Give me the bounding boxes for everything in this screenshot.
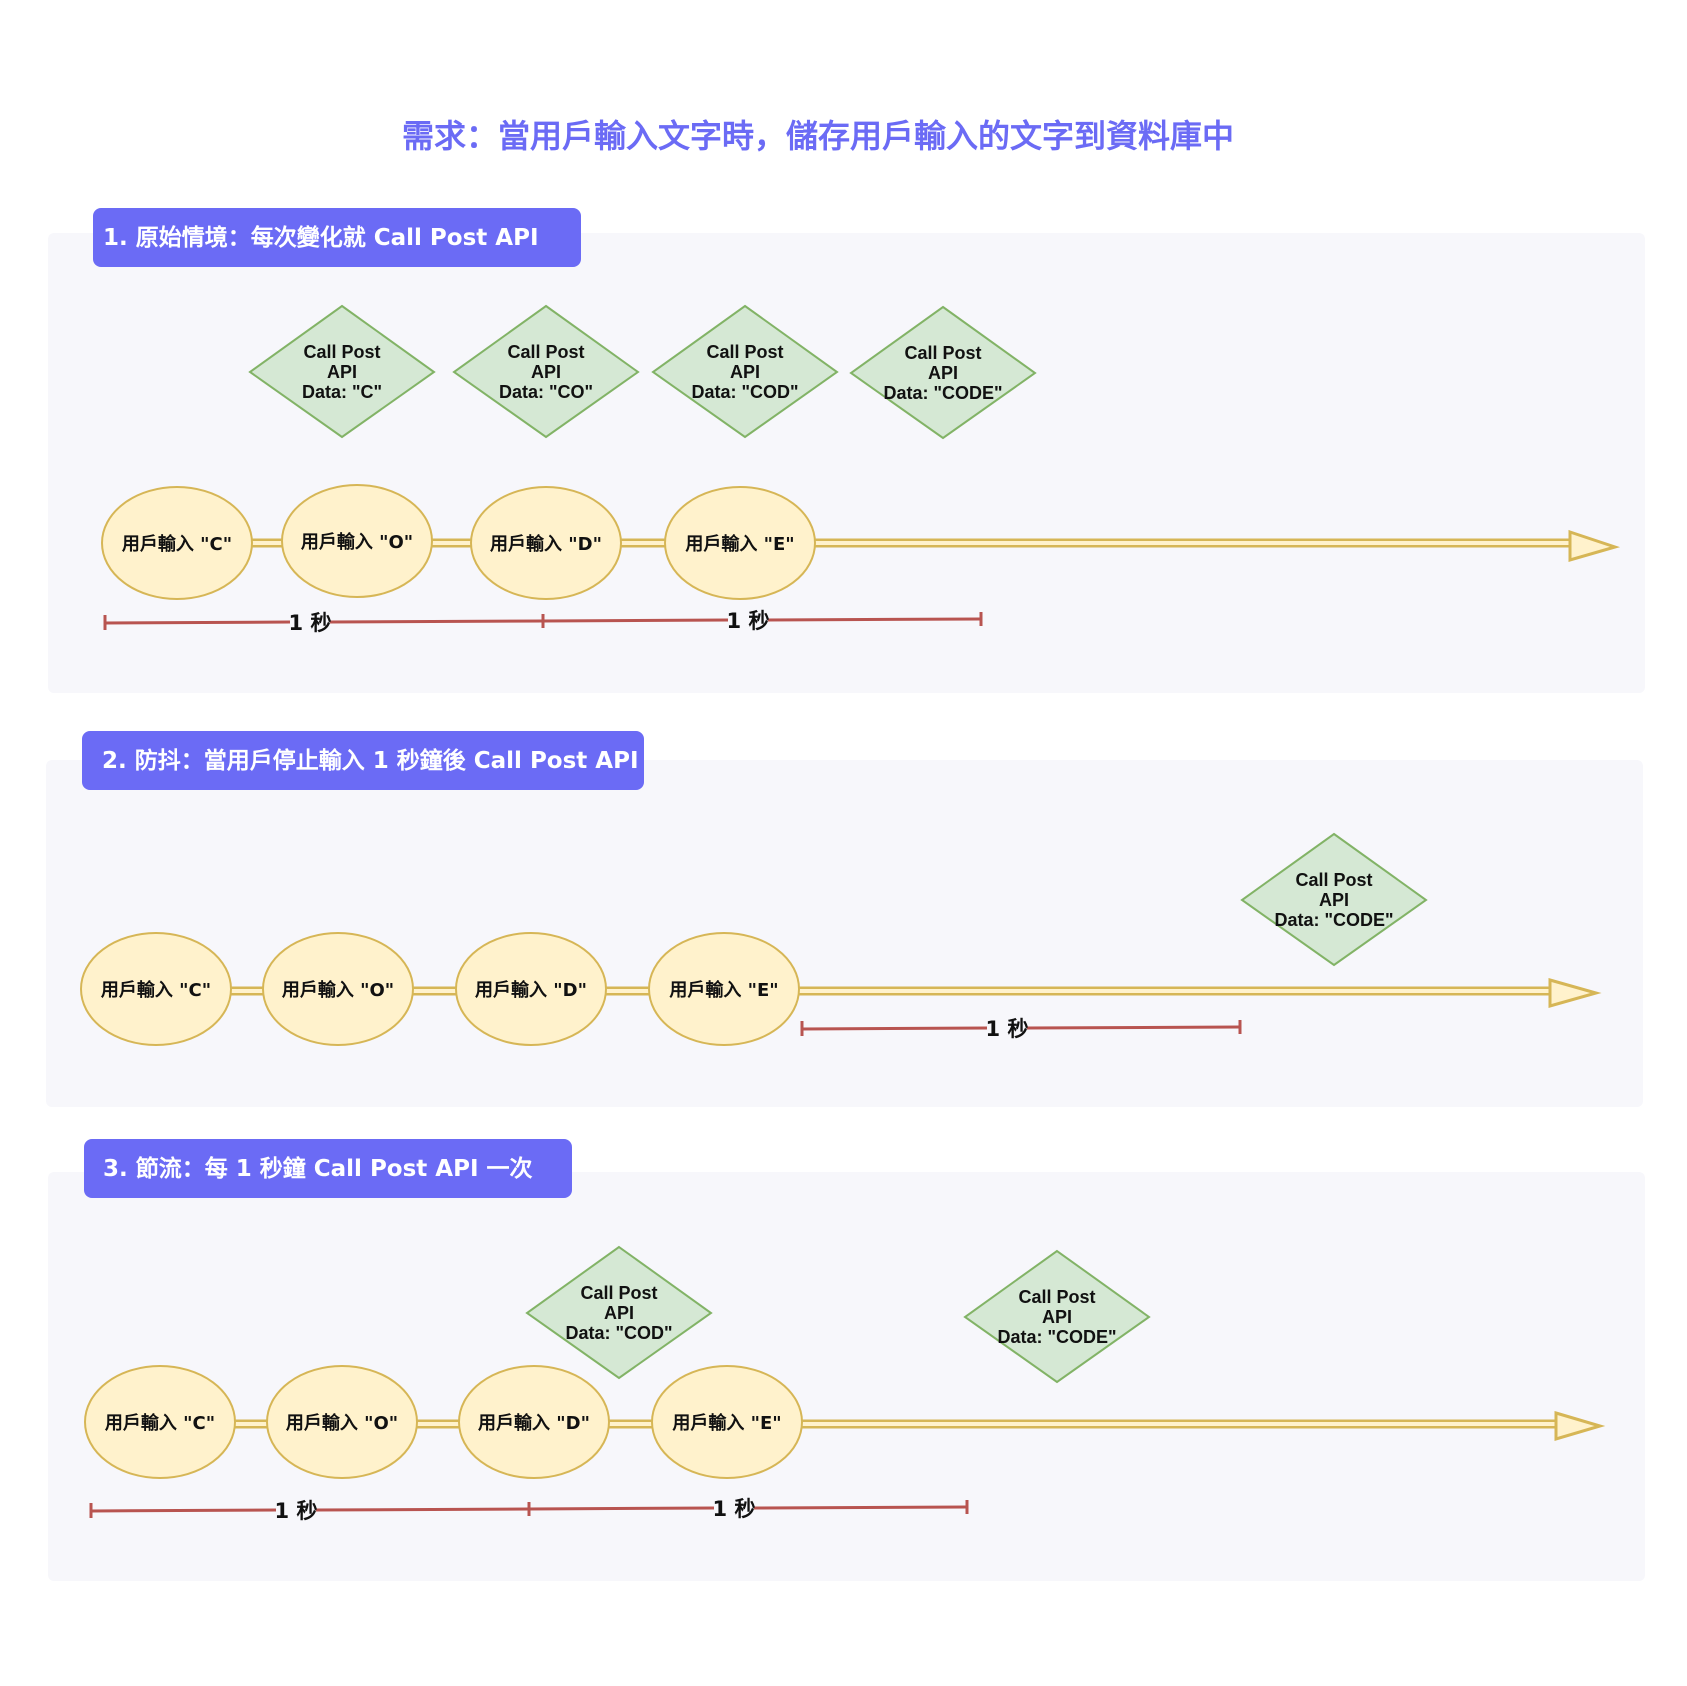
input-node-label: 用戶輸入 "C" (101, 979, 211, 1001)
section-original: 1. 原始情境：每次變化就 Call Post API 用戶輸入 "C" 用戶輸… (48, 208, 1645, 693)
api-call-node: Call Post API Data: "CODE" (1240, 832, 1428, 967)
api-call-line1: Call Post (303, 342, 380, 362)
input-node: 用戶輸入 "D" (470, 486, 622, 600)
input-node-label: 用戶輸入 "E" (669, 979, 778, 1001)
input-node: 用戶輸入 "O" (266, 1365, 418, 1479)
api-call-line2: API (1319, 890, 1349, 910)
api-call-line2: API (531, 362, 561, 382)
api-call-node: Call Post API Data: "CO" (452, 304, 640, 439)
duration-bracket: 1 秒 (103, 611, 545, 635)
api-call-line3: Data: "C" (302, 382, 382, 402)
section-throttle: 3. 節流：每 1 秒鐘 Call Post API 一次 用戶輸入 "C" 用… (48, 1139, 1645, 1581)
duration-label: 1 秒 (727, 609, 770, 633)
input-node-label: 用戶輸入 "C" (105, 1412, 215, 1434)
api-call-line2: API (1042, 1307, 1072, 1327)
api-call-node: Call Post API Data: "CODE" (849, 305, 1037, 440)
input-node-label: 用戶輸入 "C" (122, 533, 232, 555)
input-node-label: 用戶輸入 "E" (672, 1412, 781, 1434)
api-call-line3: Data: "CODE" (1274, 910, 1393, 930)
section-background (46, 760, 1643, 1107)
api-call-line2: API (730, 362, 760, 382)
page-title: 需求：當用戶輸入文字時，儲存用戶輸入的文字到資料庫中 (402, 117, 1234, 155)
timeline-arrowhead (1568, 529, 1621, 562)
section-header-label: 2. 防抖：當用戶停止輸入 1 秒鐘後 Call Post API (102, 747, 639, 774)
duration-label: 1 秒 (713, 1497, 756, 1521)
section-header (93, 208, 581, 267)
api-call-line1: Call Post (580, 1283, 657, 1303)
api-call-line3: Data: "CODE" (997, 1327, 1116, 1347)
input-node-label: 用戶輸入 "D" (475, 979, 587, 1001)
duration-bracket: 1 秒 (528, 1497, 969, 1521)
api-call-line3: Data: "CODE" (883, 383, 1002, 403)
timeline-arrowhead (1554, 1410, 1606, 1442)
section-header (84, 1139, 572, 1198)
api-call-line2: API (928, 363, 958, 383)
api-call-line1: Call Post (706, 342, 783, 362)
input-node-label: 用戶輸入 "O" (301, 531, 413, 553)
input-node-label: 用戶輸入 "O" (286, 1412, 398, 1434)
api-call-node: Call Post API Data: "COD" (525, 1245, 713, 1380)
section-header-label: 1. 原始情境：每次變化就 Call Post API (103, 224, 539, 251)
duration-label: 1 秒 (986, 1017, 1029, 1041)
section-background (48, 1172, 1645, 1581)
input-node-label: 用戶輸入 "D" (478, 1412, 590, 1434)
duration-bracket: 1 秒 (89, 1499, 531, 1523)
input-node: 用戶輸入 "O" (262, 932, 414, 1046)
input-node: 用戶輸入 "D" (458, 1365, 610, 1479)
api-call-line3: Data: "COD" (691, 382, 798, 402)
api-call-node: Call Post API Data: "C" (248, 304, 436, 439)
api-call-line2: API (604, 1303, 634, 1323)
input-node: 用戶輸入 "C" (80, 932, 232, 1046)
input-node-label: 用戶輸入 "O" (282, 979, 394, 1001)
api-call-line1: Call Post (1295, 870, 1372, 890)
api-call-node: Call Post API Data: "COD" (651, 304, 839, 439)
duration-bracket: 1 秒 (542, 609, 983, 633)
input-node: 用戶輸入 "E" (664, 486, 816, 600)
input-node-label: 用戶輸入 "E" (685, 533, 794, 555)
input-node-label: 用戶輸入 "D" (490, 533, 602, 555)
input-node: 用戶輸入 "O" (281, 484, 433, 598)
timeline-arrowhead (1548, 978, 1602, 1008)
section-debounce: 2. 防抖：當用戶停止輸入 1 秒鐘後 Call Post API 用戶輸入 "… (46, 731, 1643, 1107)
section-header-label: 3. 節流：每 1 秒鐘 Call Post API 一次 (103, 1155, 533, 1182)
input-node: 用戶輸入 "C" (101, 486, 253, 600)
input-node: 用戶輸入 "E" (648, 932, 800, 1046)
api-call-line1: Call Post (507, 342, 584, 362)
api-call-node: Call Post API Data: "CODE" (963, 1249, 1151, 1384)
api-call-line1: Call Post (904, 343, 981, 363)
api-call-line2: API (327, 362, 357, 382)
api-call-line3: Data: "COD" (565, 1323, 672, 1343)
duration-label: 1 秒 (289, 611, 332, 635)
section-background (48, 233, 1645, 693)
api-call-line3: Data: "CO" (499, 382, 593, 402)
input-node: 用戶輸入 "C" (84, 1365, 236, 1479)
api-call-line1: Call Post (1018, 1287, 1095, 1307)
section-header (82, 731, 644, 790)
input-node: 用戶輸入 "D" (455, 932, 607, 1046)
input-node: 用戶輸入 "E" (651, 1365, 803, 1479)
duration-label: 1 秒 (275, 1499, 318, 1523)
duration-bracket: 1 秒 (800, 1017, 1242, 1041)
